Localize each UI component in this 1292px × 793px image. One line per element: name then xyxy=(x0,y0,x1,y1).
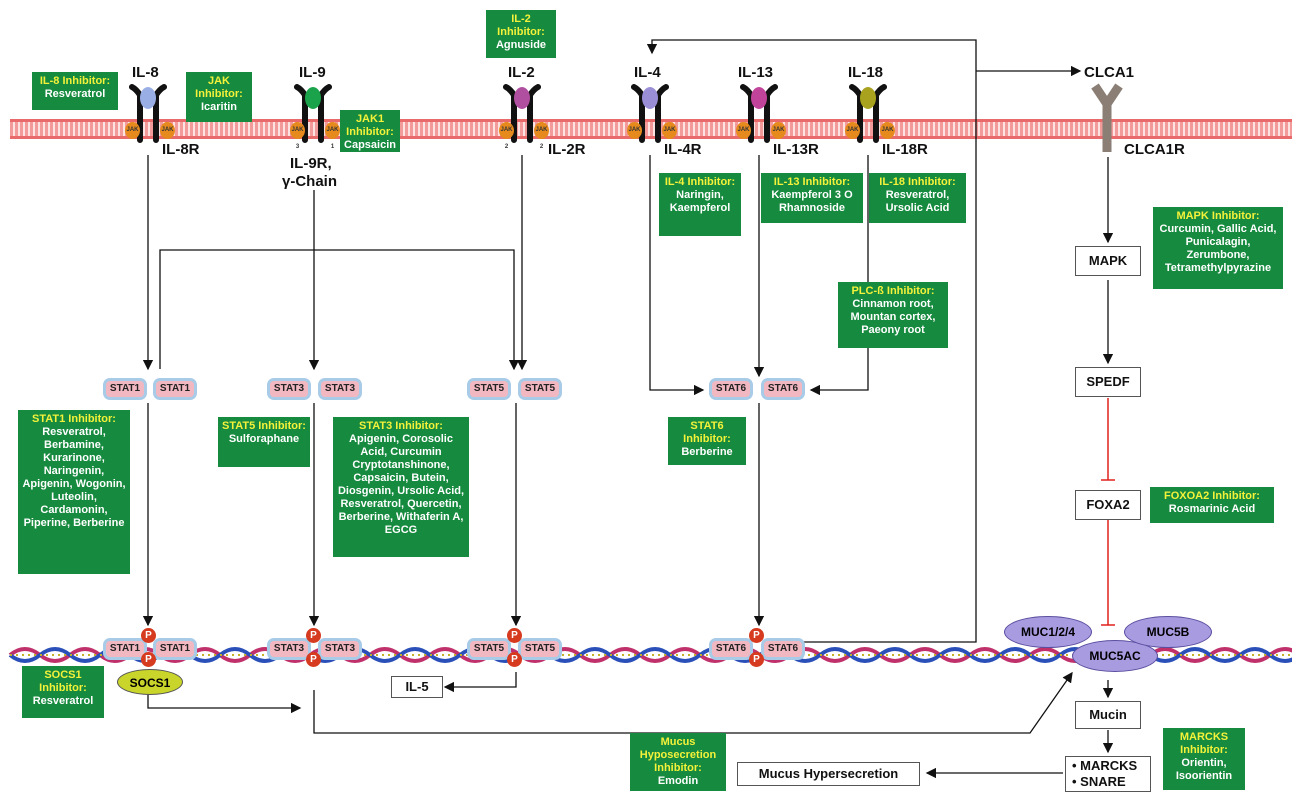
receptor-il2r: IL-2R xyxy=(548,141,586,158)
ligand-clca1: CLCA1 xyxy=(1084,64,1135,81)
ligand-il2: IL-2 xyxy=(508,64,535,81)
inhibitor-jak: JAK Inhibitor:Icaritin xyxy=(186,72,252,122)
spedf-box: SPEDF xyxy=(1075,367,1141,397)
mucus-hypersecretion-box: Mucus Hypersecretion xyxy=(737,762,920,786)
stat6: STAT6 xyxy=(709,378,753,400)
clca1r-receptor xyxy=(1091,83,1123,152)
phosphate-icon: P xyxy=(507,628,522,643)
phosphate-icon: P xyxy=(306,652,321,667)
inhibitor-il2: IL-2 Inhibitor:Agnuside xyxy=(486,10,556,58)
inhibitor-plc: PLC-ß Inhibitor:Cinnamon root, Mountan c… xyxy=(838,282,948,348)
receptor-clca1r: CLCA1R xyxy=(1124,141,1185,158)
inhibitor-foxoa2: FOXOA2 Inhibitor:Rosmarinic Acid xyxy=(1150,487,1274,523)
jak-icon: JAK xyxy=(845,122,860,139)
phosphate-icon: P xyxy=(141,628,156,643)
stat3: STAT3 xyxy=(267,378,311,400)
stat5-dimer: STAT5 xyxy=(467,638,511,660)
phosphate-icon: P xyxy=(507,652,522,667)
jak-icon: JAK xyxy=(736,122,751,139)
jak2-icon: JAK 2 xyxy=(534,122,549,150)
stat6-dimer: STAT6 xyxy=(761,638,805,660)
stat1: STAT1 xyxy=(103,378,147,400)
stat6: STAT6 xyxy=(761,378,805,400)
il5-box: IL-5 xyxy=(391,676,443,698)
jak1-icon: JAK 1 xyxy=(325,122,340,150)
jak-icon: JAK xyxy=(627,122,642,139)
inhibitor-jak1: JAK1 Inhibitor:Capsaicin xyxy=(340,110,400,152)
phosphate-icon: P xyxy=(749,628,764,643)
inhibitor-stat5: STAT5 Inhibitor:Sulforaphane xyxy=(218,417,310,467)
receptor-il18r: IL-18R xyxy=(882,141,928,158)
inhibitor-socs1: SOCS1 Inhibitor:Resveratrol xyxy=(22,666,104,718)
stat5: STAT5 xyxy=(518,378,562,400)
receptor-il9r: IL-9R, xyxy=(290,155,332,172)
foxa2-box: FOXA2 xyxy=(1075,490,1141,520)
stat1-dimer: STAT1 xyxy=(153,638,197,660)
jak-icon: JAK xyxy=(880,122,895,139)
ligand-il9: IL-9 xyxy=(299,64,326,81)
jak-icon: JAK xyxy=(771,122,786,139)
inhibitor-stat3: STAT3 Inhibitor:Apigenin, Corosolic Acid… xyxy=(333,417,469,557)
inhibitor-stat6: STAT6 Inhibitor:Berberine xyxy=(668,417,746,465)
muc124: MUC1/2/4 xyxy=(1004,616,1092,648)
phosphate-icon: P xyxy=(141,652,156,667)
mapk-box: MAPK xyxy=(1075,246,1141,276)
muc5b: MUC5B xyxy=(1124,616,1212,648)
ligand-il8: IL-8 xyxy=(132,64,159,81)
stat6-dimer: STAT6 xyxy=(709,638,753,660)
jak-icon: JAK xyxy=(125,122,140,139)
socs1: SOCS1 xyxy=(117,669,183,695)
jak3-icon: JAK 3 xyxy=(290,122,305,150)
receptor-il4r: IL-4R xyxy=(664,141,702,158)
inhibitor-mucus: Mucus Hyposecretion Inhibitor:Emodin xyxy=(630,733,726,791)
ligand-il13: IL-13 xyxy=(738,64,774,81)
mucin-box: Mucin xyxy=(1075,701,1141,729)
inhibitor-mapk: MAPK Inhibitor:Curcumin, Gallic Acid, Pu… xyxy=(1153,207,1283,289)
inhibitor-il18: IL-18 Inhibitor:Resveratrol, Ursolic Aci… xyxy=(869,173,966,223)
stat1-dimer: STAT1 xyxy=(103,638,147,660)
phosphate-icon: P xyxy=(749,652,764,667)
phosphate-icon: P xyxy=(306,628,321,643)
stat5-dimer: STAT5 xyxy=(518,638,562,660)
stat3-dimer: STAT3 xyxy=(267,638,311,660)
ligand-il18: IL-18 xyxy=(848,64,884,81)
inhibitor-il4: IL-4 Inhibitor:Naringin, Kaempferol xyxy=(659,173,741,236)
inhibitor-il8: IL-8 Inhibitor:Resveratrol xyxy=(32,72,118,110)
marcks-snare-box: • MARCKS• SNARE xyxy=(1065,756,1151,792)
receptor-il8r: IL-8R xyxy=(162,141,200,158)
stat5: STAT5 xyxy=(467,378,511,400)
jak2-icon: JAK 2 xyxy=(499,122,514,150)
inhibitor-marcks: MARCKS Inhibitor:Orientin, Isoorientin xyxy=(1163,728,1245,790)
jak-icon: JAK xyxy=(160,122,175,139)
inhibitor-stat1: STAT1 Inhibitor:Resveratrol, Berbamine, … xyxy=(18,410,130,574)
inhibitor-il13: IL-13 Inhibitor:Kaempferol 3 O Rhamnosid… xyxy=(761,173,863,223)
jak-icon: JAK xyxy=(662,122,677,139)
receptor-il13r: IL-13R xyxy=(773,141,819,158)
ligand-il4: IL-4 xyxy=(634,64,661,81)
stat3-dimer: STAT3 xyxy=(318,638,362,660)
receptor-gamma-chain: γ-Chain xyxy=(282,173,338,190)
stat1: STAT1 xyxy=(153,378,197,400)
stat3: STAT3 xyxy=(318,378,362,400)
